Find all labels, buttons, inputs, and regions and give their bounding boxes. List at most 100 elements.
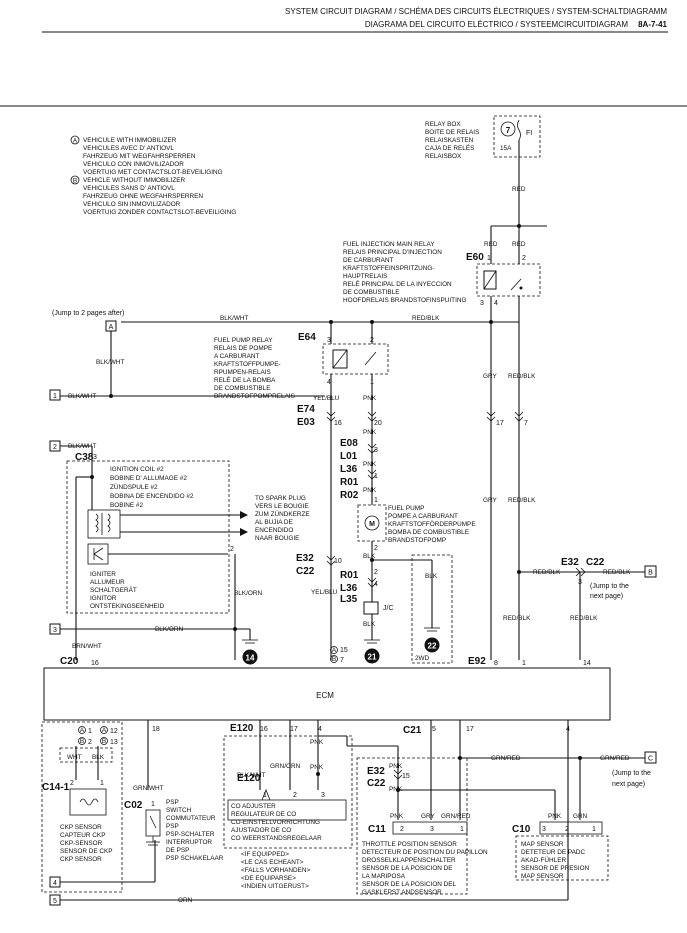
pump-relay-box [322, 343, 389, 375]
svg-text:BLK/ORN: BLK/ORN [234, 590, 262, 597]
psp-label: PSP SWITCH COMMUTATEUR PSP PSP-SCHALTER … [166, 799, 224, 862]
jump-a-text: (Jump to 2 pages after) [52, 310, 124, 317]
svg-text:3: 3 [321, 792, 325, 799]
svg-text:RELAISBOX: RELAISBOX [425, 153, 462, 160]
header-line-2: DIAGRAMA DEL CIRCUITO ELÉCTRICO / SYSTEE… [365, 20, 628, 29]
pump-relay: FUEL PUMP RELAY RELAIS DE POMPE A CARBUR… [214, 332, 389, 400]
svg-text:SENSOR DE LA POSICION DEL: SENSOR DE LA POSICION DEL [362, 881, 457, 888]
map-label: MAP SENSOR DETETEUR DE PADC AKAD-FÜHLER … [521, 841, 590, 880]
svg-text:<INDIEN UITGERUST>: <INDIEN UITGERUST> [241, 883, 309, 890]
svg-text:2: 2 [53, 444, 57, 451]
svg-text:(Jump to the: (Jump to the [590, 583, 629, 590]
svg-text:GRN: GRN [573, 813, 588, 820]
svg-text:PNK: PNK [363, 461, 377, 468]
svg-text:2: 2 [230, 546, 234, 553]
svg-text:GRN/RED: GRN/RED [600, 755, 630, 762]
wire-label: BLK/WHT [220, 315, 249, 322]
svg-text:1: 1 [592, 826, 596, 833]
svg-text:TO SPARK PLUG: TO SPARK PLUG [255, 495, 306, 502]
svg-text:3: 3 [542, 826, 546, 833]
svg-text:DE PSP: DE PSP [166, 847, 189, 854]
motor-icon [364, 515, 380, 531]
svg-text:ZÜNDSPULE #2: ZÜNDSPULE #2 [110, 483, 158, 491]
svg-text:2: 2 [374, 569, 378, 576]
legend-a-marker: A [73, 138, 78, 145]
svg-text:<LE CAS ECHEANT>: <LE CAS ECHEANT> [241, 859, 304, 866]
svg-text:next page): next page) [612, 781, 645, 788]
arrow-icon [240, 511, 248, 519]
main-relay-id: E60 [466, 252, 484, 263]
svg-text:1: 1 [88, 728, 92, 735]
legend: A VEHICULE WITH IMMOBILIZER VEHICULES AV… [70, 135, 236, 216]
svg-text:(Jump to the: (Jump to the [612, 770, 651, 777]
legend-b-line: VEHICULO SIN INMOVILIZADOR [83, 201, 181, 208]
svg-text:13: 13 [110, 739, 118, 746]
svg-text:SWITCH: SWITCH [166, 807, 192, 814]
svg-text:E32: E32 [296, 553, 314, 564]
svg-text:GRN/RED: GRN/RED [491, 755, 521, 762]
wire-label: RED/BLK [508, 373, 536, 380]
svg-text:18: 18 [152, 726, 160, 733]
psp-connector-id: C02 [124, 800, 143, 811]
page-number: 8A-7-41 [638, 20, 667, 29]
fuse-rating: 15A [500, 145, 512, 152]
svg-text:IGNITION COIL #2: IGNITION COIL #2 [110, 466, 164, 473]
legend-a-line: VEHICULE WITH IMMOBILIZER [83, 137, 177, 144]
ckp-sensor-icon [69, 788, 107, 816]
svg-text:PNK: PNK [363, 429, 377, 436]
svg-text:CAJA DE RELÉS: CAJA DE RELÉS [425, 143, 474, 152]
svg-text:RELAISKASTEN: RELAISKASTEN [425, 137, 474, 144]
svg-text:12: 12 [110, 728, 118, 735]
svg-text:ORN: ORN [178, 897, 193, 904]
svg-text:YEL/BLU: YEL/BLU [311, 589, 338, 596]
ground-21-icon: 21 [364, 639, 380, 664]
jump-b-box [644, 565, 657, 578]
svg-text:C22: C22 [367, 778, 386, 789]
svg-text:16: 16 [91, 660, 99, 667]
svg-text:PNK: PNK [310, 764, 324, 771]
svg-text:BLK: BLK [363, 553, 376, 560]
svg-text:COMMUTATEUR: COMMUTATEUR [166, 815, 216, 822]
svg-text:1: 1 [151, 801, 155, 808]
fuel-pump: M FUEL PUMP POMPE A CARBURANT KRAFTSTOFF… [357, 504, 476, 544]
pump-relay-id: E64 [298, 332, 316, 343]
wire-label: RED [484, 241, 498, 248]
svg-text:POMPE A CARBURANT: POMPE A CARBURANT [388, 513, 458, 520]
svg-text:PNK: PNK [363, 487, 377, 494]
svg-text:BRANDSTOFPOMP: BRANDSTOFPOMP [388, 537, 446, 544]
svg-text:GRY: GRY [421, 813, 435, 820]
svg-text:14: 14 [246, 654, 255, 663]
svg-text:E74: E74 [297, 404, 315, 415]
wire-label: RED [512, 186, 526, 193]
wire-label: GRY [483, 373, 497, 380]
svg-text:A: A [80, 727, 85, 734]
svg-text:SENSOR DE CKP: SENSOR DE CKP [60, 848, 113, 855]
svg-text:IGNITOR: IGNITOR [90, 595, 117, 602]
legend-b-line: VOERTUIG ZONDER CONTACTSLOT-BEVEILIGING [83, 209, 236, 216]
svg-text:M: M [369, 521, 375, 528]
svg-text:BLK/WHT: BLK/WHT [68, 393, 97, 400]
row-marker-1 [49, 389, 61, 401]
svg-text:R01: R01 [340, 570, 359, 581]
svg-text:RPUMPEN-RELAIS: RPUMPEN-RELAIS [214, 369, 271, 376]
svg-text:BOBINA DE ENCENDIDO #2: BOBINA DE ENCENDIDO #2 [110, 493, 194, 500]
legend-a-line: VEHICULES AVEC D' ANTIOVL [83, 145, 174, 152]
svg-text:L36: L36 [340, 464, 358, 475]
svg-text:BLK: BLK [92, 754, 105, 761]
svg-text:4: 4 [53, 880, 57, 887]
svg-text:DETECTEUR DE POSITION DU PAPIL: DETECTEUR DE POSITION DU PAPILLON [362, 849, 488, 856]
wire-label: BLK/WHT [96, 359, 125, 366]
spark-plug-note: TO SPARK PLUG VERS LE BOUGIE ZUM ZÜNDKER… [255, 495, 310, 542]
ground-22-icon: 22 [424, 627, 440, 653]
svg-text:E08: E08 [340, 438, 358, 449]
svg-text:J/C: J/C [383, 605, 394, 612]
svg-text:2: 2 [522, 255, 526, 262]
tps-label: THROTTLE POSITION SENSOR DETECTEUR DE PO… [362, 841, 488, 896]
svg-text:FUEL PUMP: FUEL PUMP [388, 505, 424, 512]
main-relay-contact [510, 278, 522, 291]
svg-text:CKP SENSOR: CKP SENSOR [60, 824, 102, 831]
svg-text:<IF EQUIPPED>: <IF EQUIPPED> [241, 851, 289, 858]
svg-text:HAUPTRELAIS: HAUPTRELAIS [343, 273, 387, 280]
svg-text:CO ADJUSTER: CO ADJUSTER [231, 803, 276, 810]
svg-text:MAP SENSOR: MAP SENSOR [521, 873, 564, 880]
